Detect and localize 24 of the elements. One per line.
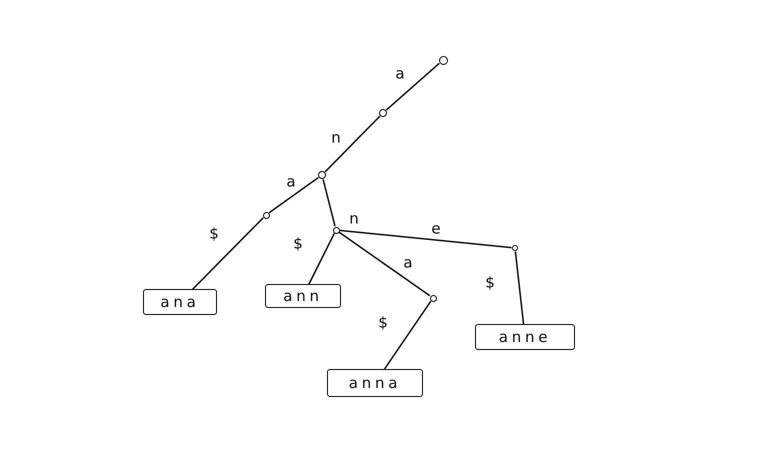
tree-edge (386, 62, 440, 110)
edge-label: e (431, 222, 441, 236)
tree-edge (268, 177, 319, 214)
tree-edge (338, 232, 430, 296)
leaf-word-box: anne (475, 324, 575, 350)
tree-edge (384, 300, 432, 370)
tree-edge (324, 116, 380, 172)
tree-edge (514, 251, 524, 325)
edge-label: a (403, 256, 413, 270)
tree-edge (340, 230, 512, 248)
edge-label: a (286, 174, 296, 190)
tree-edge (308, 233, 335, 285)
tree-edge (192, 217, 264, 290)
leaf-word-box: anna (327, 369, 423, 397)
leaf-word-box: ana (143, 289, 217, 315)
edge-label: n (349, 212, 359, 226)
edge-label: $ (209, 226, 219, 242)
leaf-word-box: ann (265, 284, 341, 308)
edge-label: $ (485, 276, 495, 290)
tree-edge (322, 179, 336, 226)
edge-label: n (331, 130, 341, 146)
edge-label: a (395, 66, 405, 82)
edge-label: $ (293, 236, 303, 252)
edge-label: $ (378, 316, 388, 330)
